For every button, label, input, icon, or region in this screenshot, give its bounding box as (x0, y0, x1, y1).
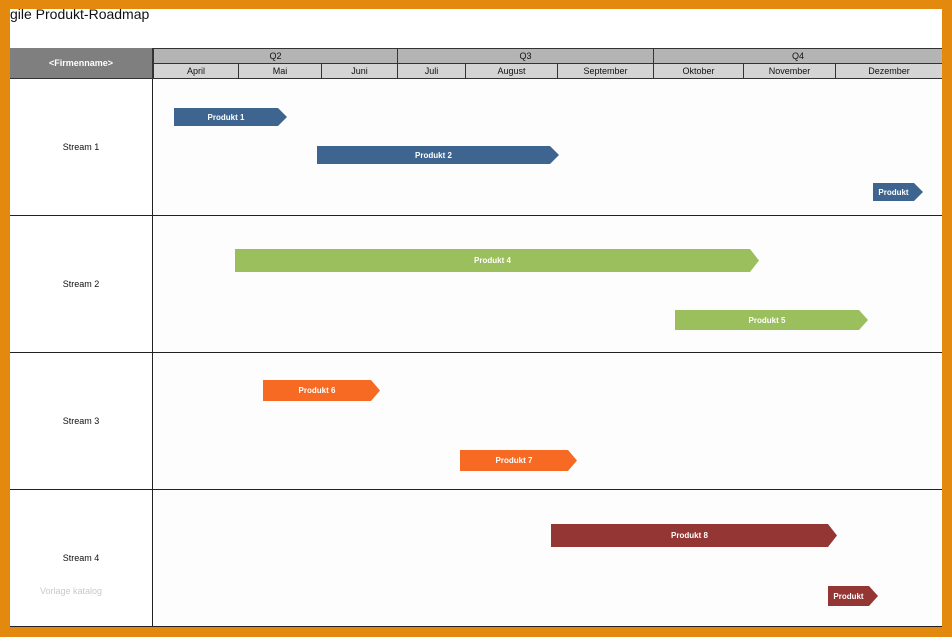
month-september: September (557, 64, 653, 78)
month-april: April (153, 64, 238, 78)
month-header-row: April Mai Juni Juli August September Okt… (153, 64, 942, 79)
quarter-q2: Q2 (153, 49, 397, 63)
product-bar[interactable]: Produkt 4 (235, 249, 759, 272)
stream-row-4: Stream 4 Produkt 8 Produkt (10, 490, 942, 627)
month-oktober: Oktober (653, 64, 743, 78)
month-november: November (743, 64, 835, 78)
product-bar[interactable]: Produkt (873, 183, 923, 201)
stream-label-1: Stream 1 (10, 79, 153, 215)
stream-label-2: Stream 2 (10, 216, 153, 352)
stream-area-4: Produkt 8 Produkt (154, 490, 942, 626)
month-dezember: Dezember (835, 64, 942, 78)
product-bar[interactable]: Produkt 5 (675, 310, 868, 330)
page-title: gile Produkt-Roadmap (10, 9, 150, 22)
company-name-cell[interactable]: <Firmenname> (10, 48, 153, 79)
stream-rows: Stream 1 Produkt 1 Produkt 2 Produkt Str… (10, 79, 942, 627)
stream-row-1: Stream 1 Produkt 1 Produkt 2 Produkt (10, 79, 942, 216)
product-bar[interactable]: Produkt 2 (317, 146, 559, 164)
month-juli: Juli (397, 64, 465, 78)
stream-area-2: Produkt 4 Produkt 5 (154, 216, 942, 352)
stream-label-3: Stream 3 (10, 353, 153, 489)
product-bar[interactable]: Produkt 6 (263, 380, 380, 401)
roadmap-sheet: gile Produkt-Roadmap <Firmenname> Q2 Q3 … (10, 9, 942, 627)
month-august: August (465, 64, 557, 78)
month-juni: Juni (321, 64, 397, 78)
product-bar[interactable]: Produkt (828, 586, 878, 606)
stream-row-2: Stream 2 Produkt 4 Produkt 5 (10, 216, 942, 353)
quarter-q3: Q3 (397, 49, 653, 63)
watermark-text: Vorlage katalog (40, 586, 103, 596)
stream-label-4: Stream 4 (10, 490, 153, 626)
product-bar[interactable]: Produkt 1 (174, 108, 287, 126)
month-mai: Mai (238, 64, 321, 78)
quarter-header-row: Q2 Q3 Q4 (153, 48, 942, 64)
product-bar[interactable]: Produkt 7 (460, 450, 577, 471)
quarter-q4: Q4 (653, 49, 942, 63)
stream-area-1: Produkt 1 Produkt 2 Produkt (154, 79, 942, 215)
stream-area-3: Produkt 6 Produkt 7 (154, 353, 942, 489)
stream-row-3: Stream 3 Produkt 6 Produkt 7 (10, 353, 942, 490)
product-bar[interactable]: Produkt 8 (551, 524, 837, 547)
